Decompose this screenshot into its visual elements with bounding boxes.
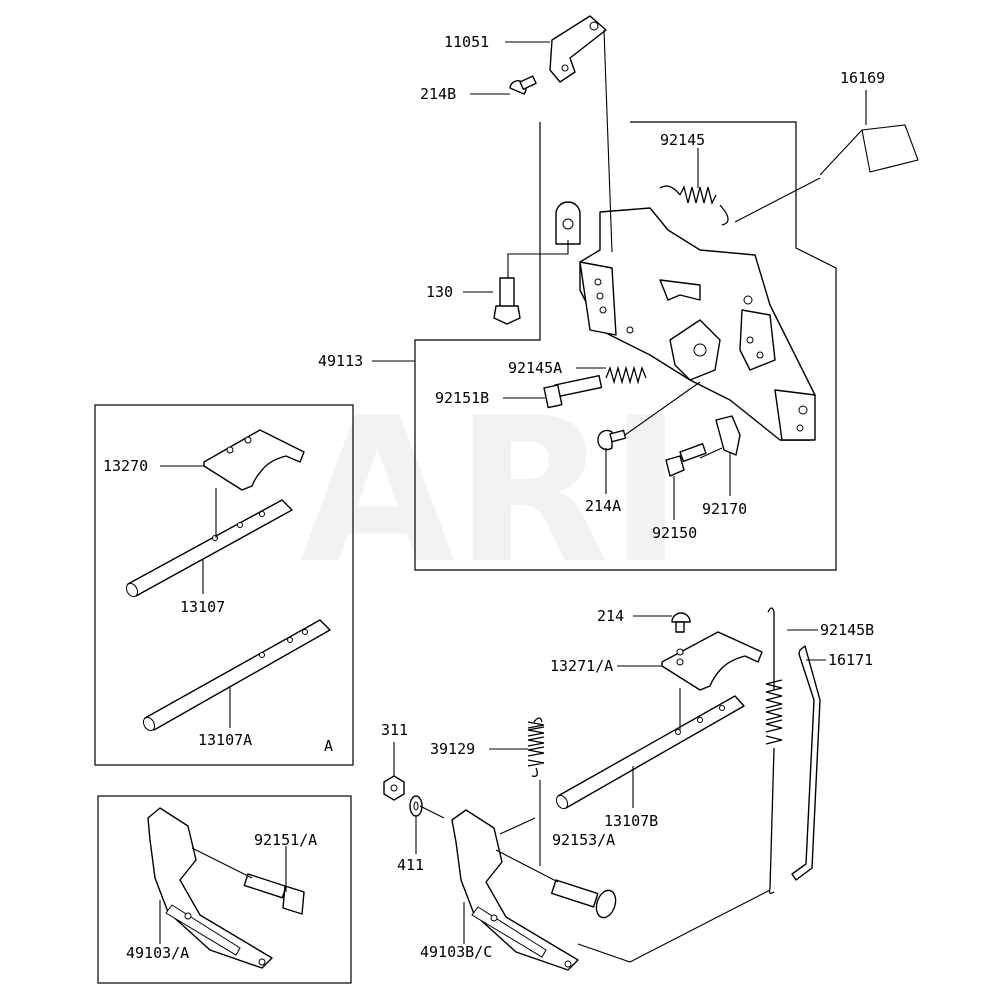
label-92151B: 92151B: [435, 389, 489, 407]
label-13270: 13270: [103, 457, 148, 475]
label-92170: 92170: [702, 500, 747, 518]
control-plate: [555, 201, 816, 441]
bolt-130: [493, 277, 521, 325]
screw-214A: [597, 429, 627, 451]
label-92151A: 92151/A: [254, 831, 317, 849]
label-16169: 16169: [840, 69, 885, 87]
leaders-box-a: [160, 465, 231, 728]
callout-labels: 11051 214B 16169 92145 130 49113 92145A …: [103, 33, 885, 962]
label-13107B: 13107B: [604, 812, 658, 830]
label-49103BC: 49103B/C: [420, 943, 492, 961]
pin-92153A: [550, 879, 617, 919]
leaders-top: [372, 29, 867, 520]
spring-39129: [527, 717, 545, 777]
label-49113: 49113: [318, 352, 363, 370]
label-39129: 39129: [430, 740, 475, 758]
watermark: ARI: [300, 375, 683, 608]
label-130: 130: [426, 283, 453, 301]
rod-16171: [791, 645, 821, 881]
label-a: A: [324, 737, 333, 755]
label-214A: 214A: [585, 497, 621, 515]
label-214B: 214B: [420, 85, 456, 103]
leaders-lower: [393, 615, 826, 963]
plate-13270: [203, 429, 305, 491]
shaft-13107: [125, 499, 293, 598]
label-13107: 13107: [180, 598, 225, 616]
label-92150: 92150: [652, 524, 697, 542]
shaft-13107B: [555, 695, 745, 810]
shaft-13107A: [142, 619, 331, 732]
spring-92145B: [765, 607, 783, 894]
label-92153A: 92153/A: [552, 831, 615, 849]
lever-49103A: [147, 807, 273, 969]
label-92145A: 92145A: [508, 359, 562, 377]
box-a: [94, 404, 354, 766]
plate-13271A: [661, 631, 763, 691]
label-214: 214: [597, 607, 624, 625]
label-92145: 92145: [660, 131, 705, 149]
label-49103A: 49103/A: [126, 944, 189, 962]
label-92145B: 92145B: [820, 621, 874, 639]
spring-92145A: [605, 365, 647, 385]
spring-92145-link: [734, 177, 821, 223]
screw-214: [671, 612, 691, 633]
bolt-92151A: [243, 873, 305, 915]
bolt-92150: [665, 443, 707, 477]
label-11051: 11051: [444, 33, 489, 51]
leaders-box-b: [159, 846, 287, 944]
label-13271A: 13271/A: [550, 657, 613, 675]
bracket-11051: [549, 15, 607, 83]
bolt-92151B: [543, 374, 603, 409]
lever-49103BC: [451, 809, 579, 971]
clamp-92170: [715, 415, 741, 456]
box-b: [97, 795, 352, 984]
label-13107A: 13107A: [198, 731, 252, 749]
label-16171: 16171: [828, 651, 873, 669]
label-311: 311: [381, 721, 408, 739]
screw-214B: [509, 75, 537, 95]
spring-92145: [659, 185, 729, 226]
assembly-box-49113: [414, 121, 837, 571]
nut-311: [383, 775, 405, 801]
label-411: 411: [397, 856, 424, 874]
wire-16169: [819, 124, 919, 176]
